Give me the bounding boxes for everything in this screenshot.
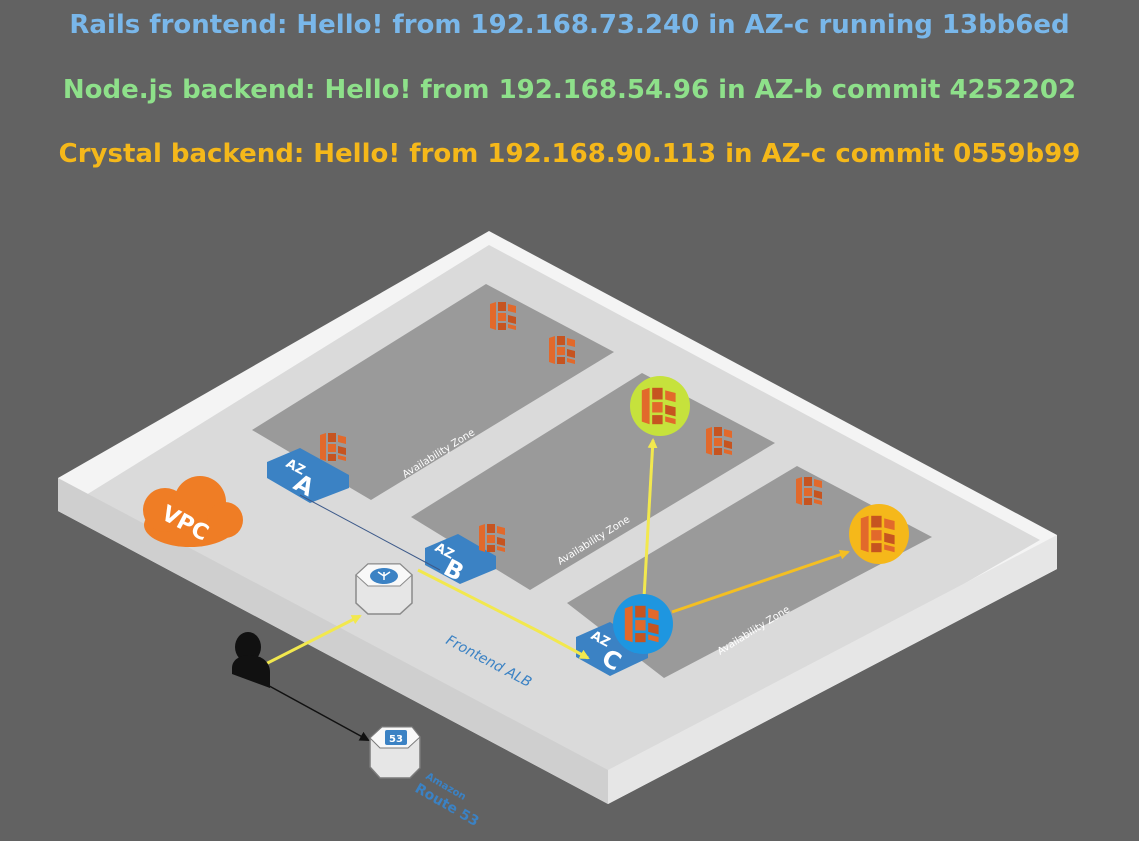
- user-to-route53-arrow: [261, 681, 370, 741]
- crystal-backend-status: Crystal backend: Hello! from 192.168.90.…: [58, 139, 1081, 169]
- nodejs-service-node: [630, 376, 690, 436]
- user-icon: [232, 632, 270, 688]
- rails-to-node-arrow: [642, 438, 658, 599]
- alb-to-rails-arrow: [417, 568, 590, 660]
- user-to-alb-arrow: [249, 614, 362, 674]
- crystal-service-node: [849, 504, 909, 564]
- load-balancer-icon: [355, 563, 413, 615]
- rails-service-node: [613, 594, 673, 654]
- traffic-arrows: [249, 438, 850, 741]
- route53-badge: 53: [389, 734, 403, 745]
- rails-to-crystal-arrow: [671, 549, 850, 614]
- vpc-cloud-icon: VPC: [143, 476, 243, 547]
- az-b-badge: AZ B: [425, 534, 496, 587]
- rails-frontend-status: Rails frontend: Hello! from 192.168.73.2…: [69, 10, 1070, 40]
- route53-icon: 53: [369, 726, 421, 779]
- alb-link-line: [299, 494, 441, 571]
- nodejs-backend-status: Node.js backend: Hello! from 192.168.54.…: [62, 75, 1077, 105]
